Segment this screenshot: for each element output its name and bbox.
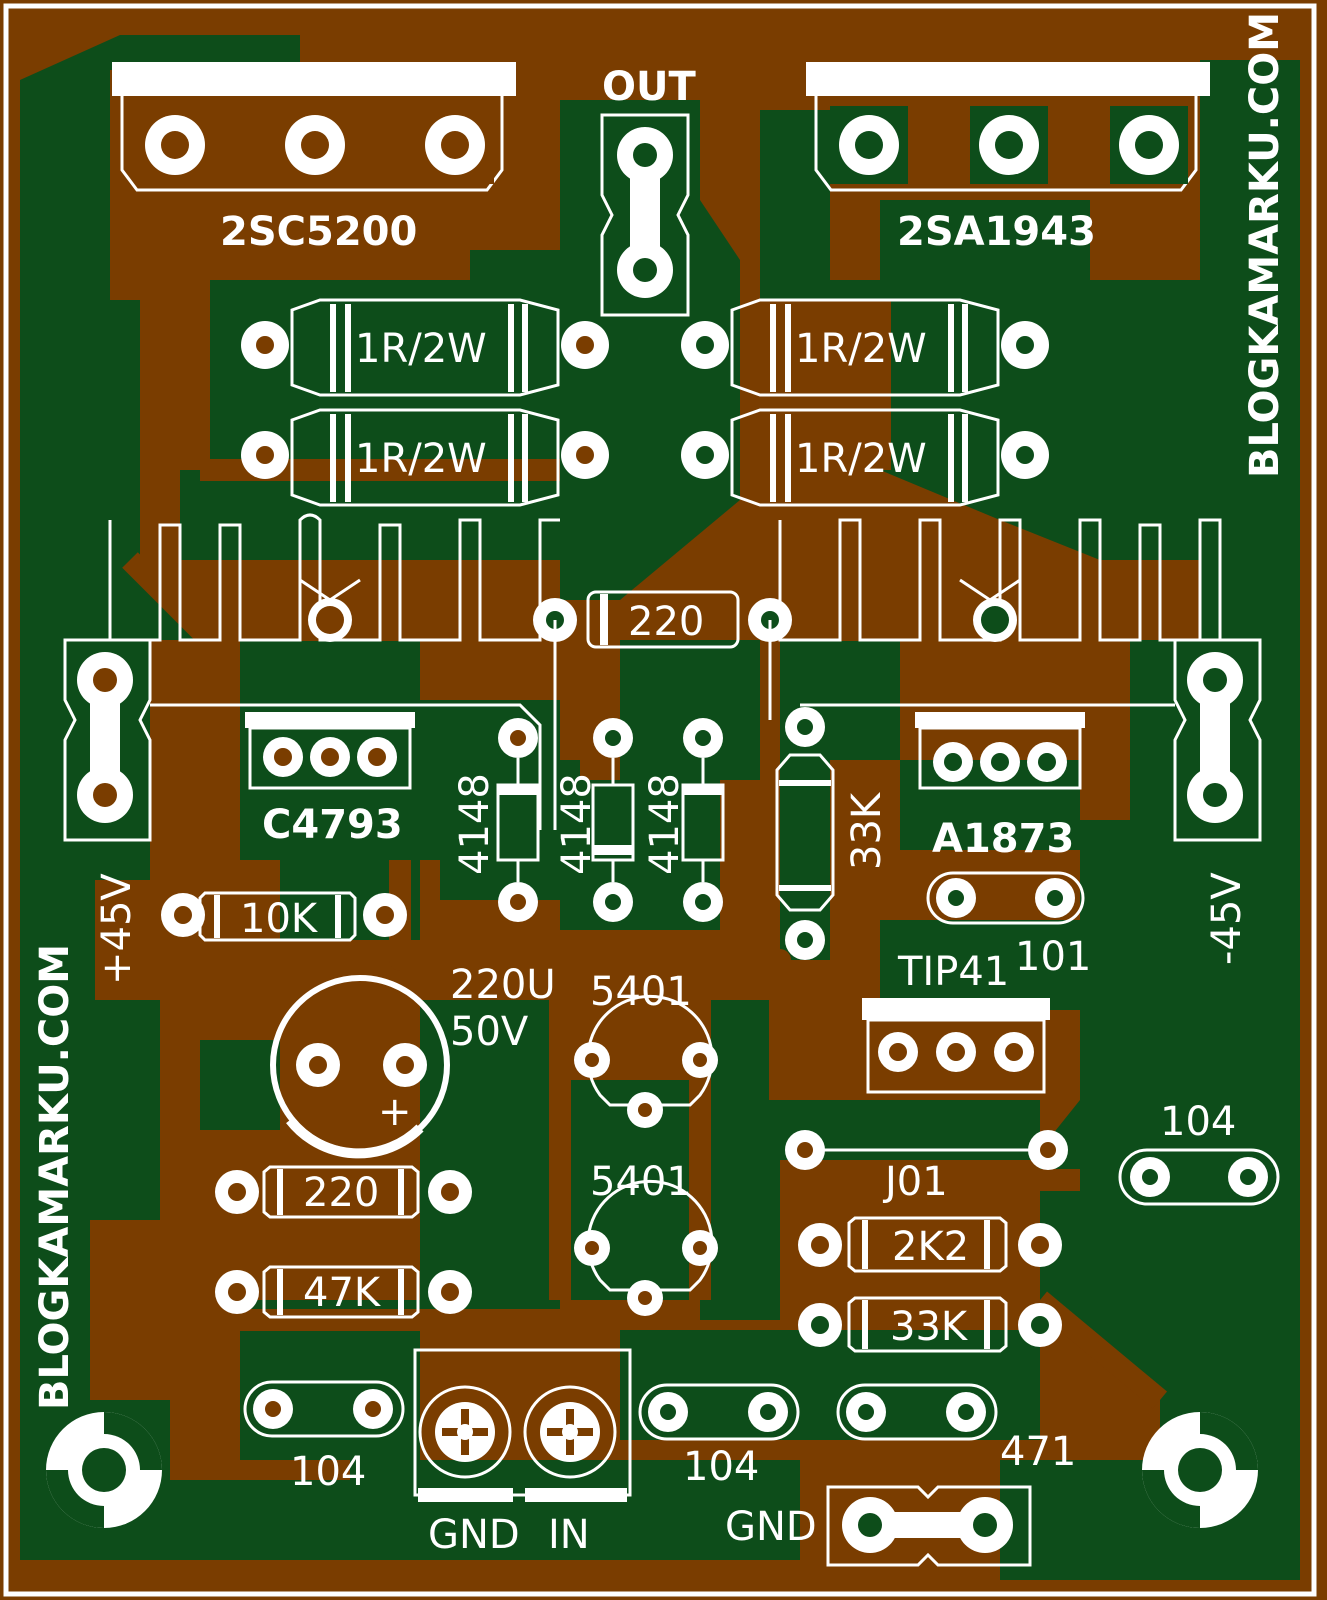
capacitor-471: 471 xyxy=(836,1383,1076,1475)
transistor-2sc5200: 2SC5200 xyxy=(112,62,516,255)
input-terminal-block[interactable]: GND IN xyxy=(413,1348,632,1558)
heatsink-left xyxy=(108,513,560,642)
d1-label: 4148 xyxy=(452,773,498,875)
board-outline xyxy=(3,3,1317,1597)
jumper-label: J01 xyxy=(882,1159,948,1205)
connector-neg45[interactable]: -45V xyxy=(800,638,1262,965)
transistor-a1873: A1873 xyxy=(915,712,1085,862)
cap-101-label: 101 xyxy=(1015,934,1091,980)
r-bias-label: 220 xyxy=(628,599,704,645)
r-10k-label: 10K xyxy=(240,896,319,942)
resistor-220-bias: 220 xyxy=(533,590,792,830)
q-driver-pnp-label: A1873 xyxy=(932,816,1074,862)
diode-3: 4148 xyxy=(642,718,725,922)
capacitor-220u: + 220U 50V xyxy=(270,962,556,1159)
r-2k2-label: 2K2 xyxy=(892,1224,969,1270)
resistor-1r-1: 1R/2W xyxy=(241,298,609,397)
resistor-1r-4: 1R/2W xyxy=(681,408,1049,507)
cap-voltage: 50V xyxy=(450,1009,529,1055)
capacitor-104-left: 104 xyxy=(243,1380,405,1495)
capacitor-104-mid: 104 xyxy=(638,1383,800,1490)
diode-1: 4148 xyxy=(452,718,540,922)
transistor-5401-b: 5401 xyxy=(574,1159,718,1316)
gnd-connector[interactable]: GND xyxy=(725,1485,1032,1567)
plus-sign: + xyxy=(378,1089,412,1135)
brand-right: BLOGKAMARKU.COM xyxy=(1242,12,1288,478)
q-npn-label: 2SC5200 xyxy=(220,209,417,255)
gnd-jumper-label: GND xyxy=(725,1504,817,1550)
transistor-2sa1943: 2SA1943 xyxy=(806,62,1210,255)
q-pnp-label: 2SA1943 xyxy=(897,209,1096,255)
resistor-220-lower: 220 xyxy=(215,1165,472,1219)
mounting-hole-right xyxy=(1142,1412,1258,1528)
d3-label: 4148 xyxy=(642,773,688,875)
r-emit-3-label: 1R/2W xyxy=(795,326,927,372)
r-emit-1-label: 1R/2W xyxy=(355,326,487,372)
capacitor-101: 101 xyxy=(926,871,1091,980)
r-33k-h-label: 33K xyxy=(890,1304,969,1350)
cap-value: 220U xyxy=(450,962,556,1008)
cap-471-label: 471 xyxy=(1000,1429,1076,1475)
q-5401-b-label: 5401 xyxy=(590,1159,692,1205)
capacitor-104-right: 104 xyxy=(1118,1099,1280,1206)
r-33k-v-label: 33K xyxy=(844,791,890,870)
transistor-5401-a: 5401 xyxy=(574,969,718,1128)
resistor-10k: 10K xyxy=(161,891,407,942)
q-5401-a-label: 5401 xyxy=(590,969,692,1015)
resistor-33k-vertical: 33K xyxy=(775,707,890,960)
resistor-1r-2: 1R/2W xyxy=(241,408,609,507)
resistor-33k-horizontal: 33K xyxy=(798,1296,1062,1353)
transistor-c4793: C4793 xyxy=(245,712,415,848)
resistor-2k2: 2K2 xyxy=(798,1216,1062,1273)
out-label: OUT xyxy=(602,64,696,110)
d2-label: 4148 xyxy=(554,773,600,875)
v-neg-label: -45V xyxy=(1204,872,1250,965)
resistor-47k: 47K xyxy=(215,1265,472,1319)
mounting-hole-left xyxy=(46,1412,162,1528)
cap-104-left-label: 104 xyxy=(290,1449,366,1495)
connector-pos45[interactable]: +45V xyxy=(63,638,542,985)
term-gnd-label: GND xyxy=(428,1512,520,1558)
r-220-b-label: 220 xyxy=(303,1170,379,1216)
v-pos-label: +45V xyxy=(94,873,140,985)
jumper-j01: J01 xyxy=(785,1130,1068,1205)
term-in-label: IN xyxy=(548,1512,590,1558)
cap-104-right-label: 104 xyxy=(1160,1099,1236,1145)
transistor-tip41: TIP41 xyxy=(862,949,1050,1094)
diode-2: 4148 xyxy=(554,718,635,922)
r-47k-label: 47K xyxy=(303,1270,382,1316)
resistor-1r-3: 1R/2W xyxy=(681,298,1049,397)
out-connector[interactable]: OUT xyxy=(600,64,696,317)
r-emit-2-label: 1R/2W xyxy=(355,436,487,482)
heatsink-right xyxy=(778,518,1222,642)
brand-left: BLOGKAMARKU.COM xyxy=(32,944,78,1410)
q-driver-npn-label: C4793 xyxy=(262,802,403,848)
r-emit-4-label: 1R/2W xyxy=(795,436,927,482)
cap-104-mid-label: 104 xyxy=(683,1444,759,1490)
q-tip41-label: TIP41 xyxy=(897,949,1009,995)
